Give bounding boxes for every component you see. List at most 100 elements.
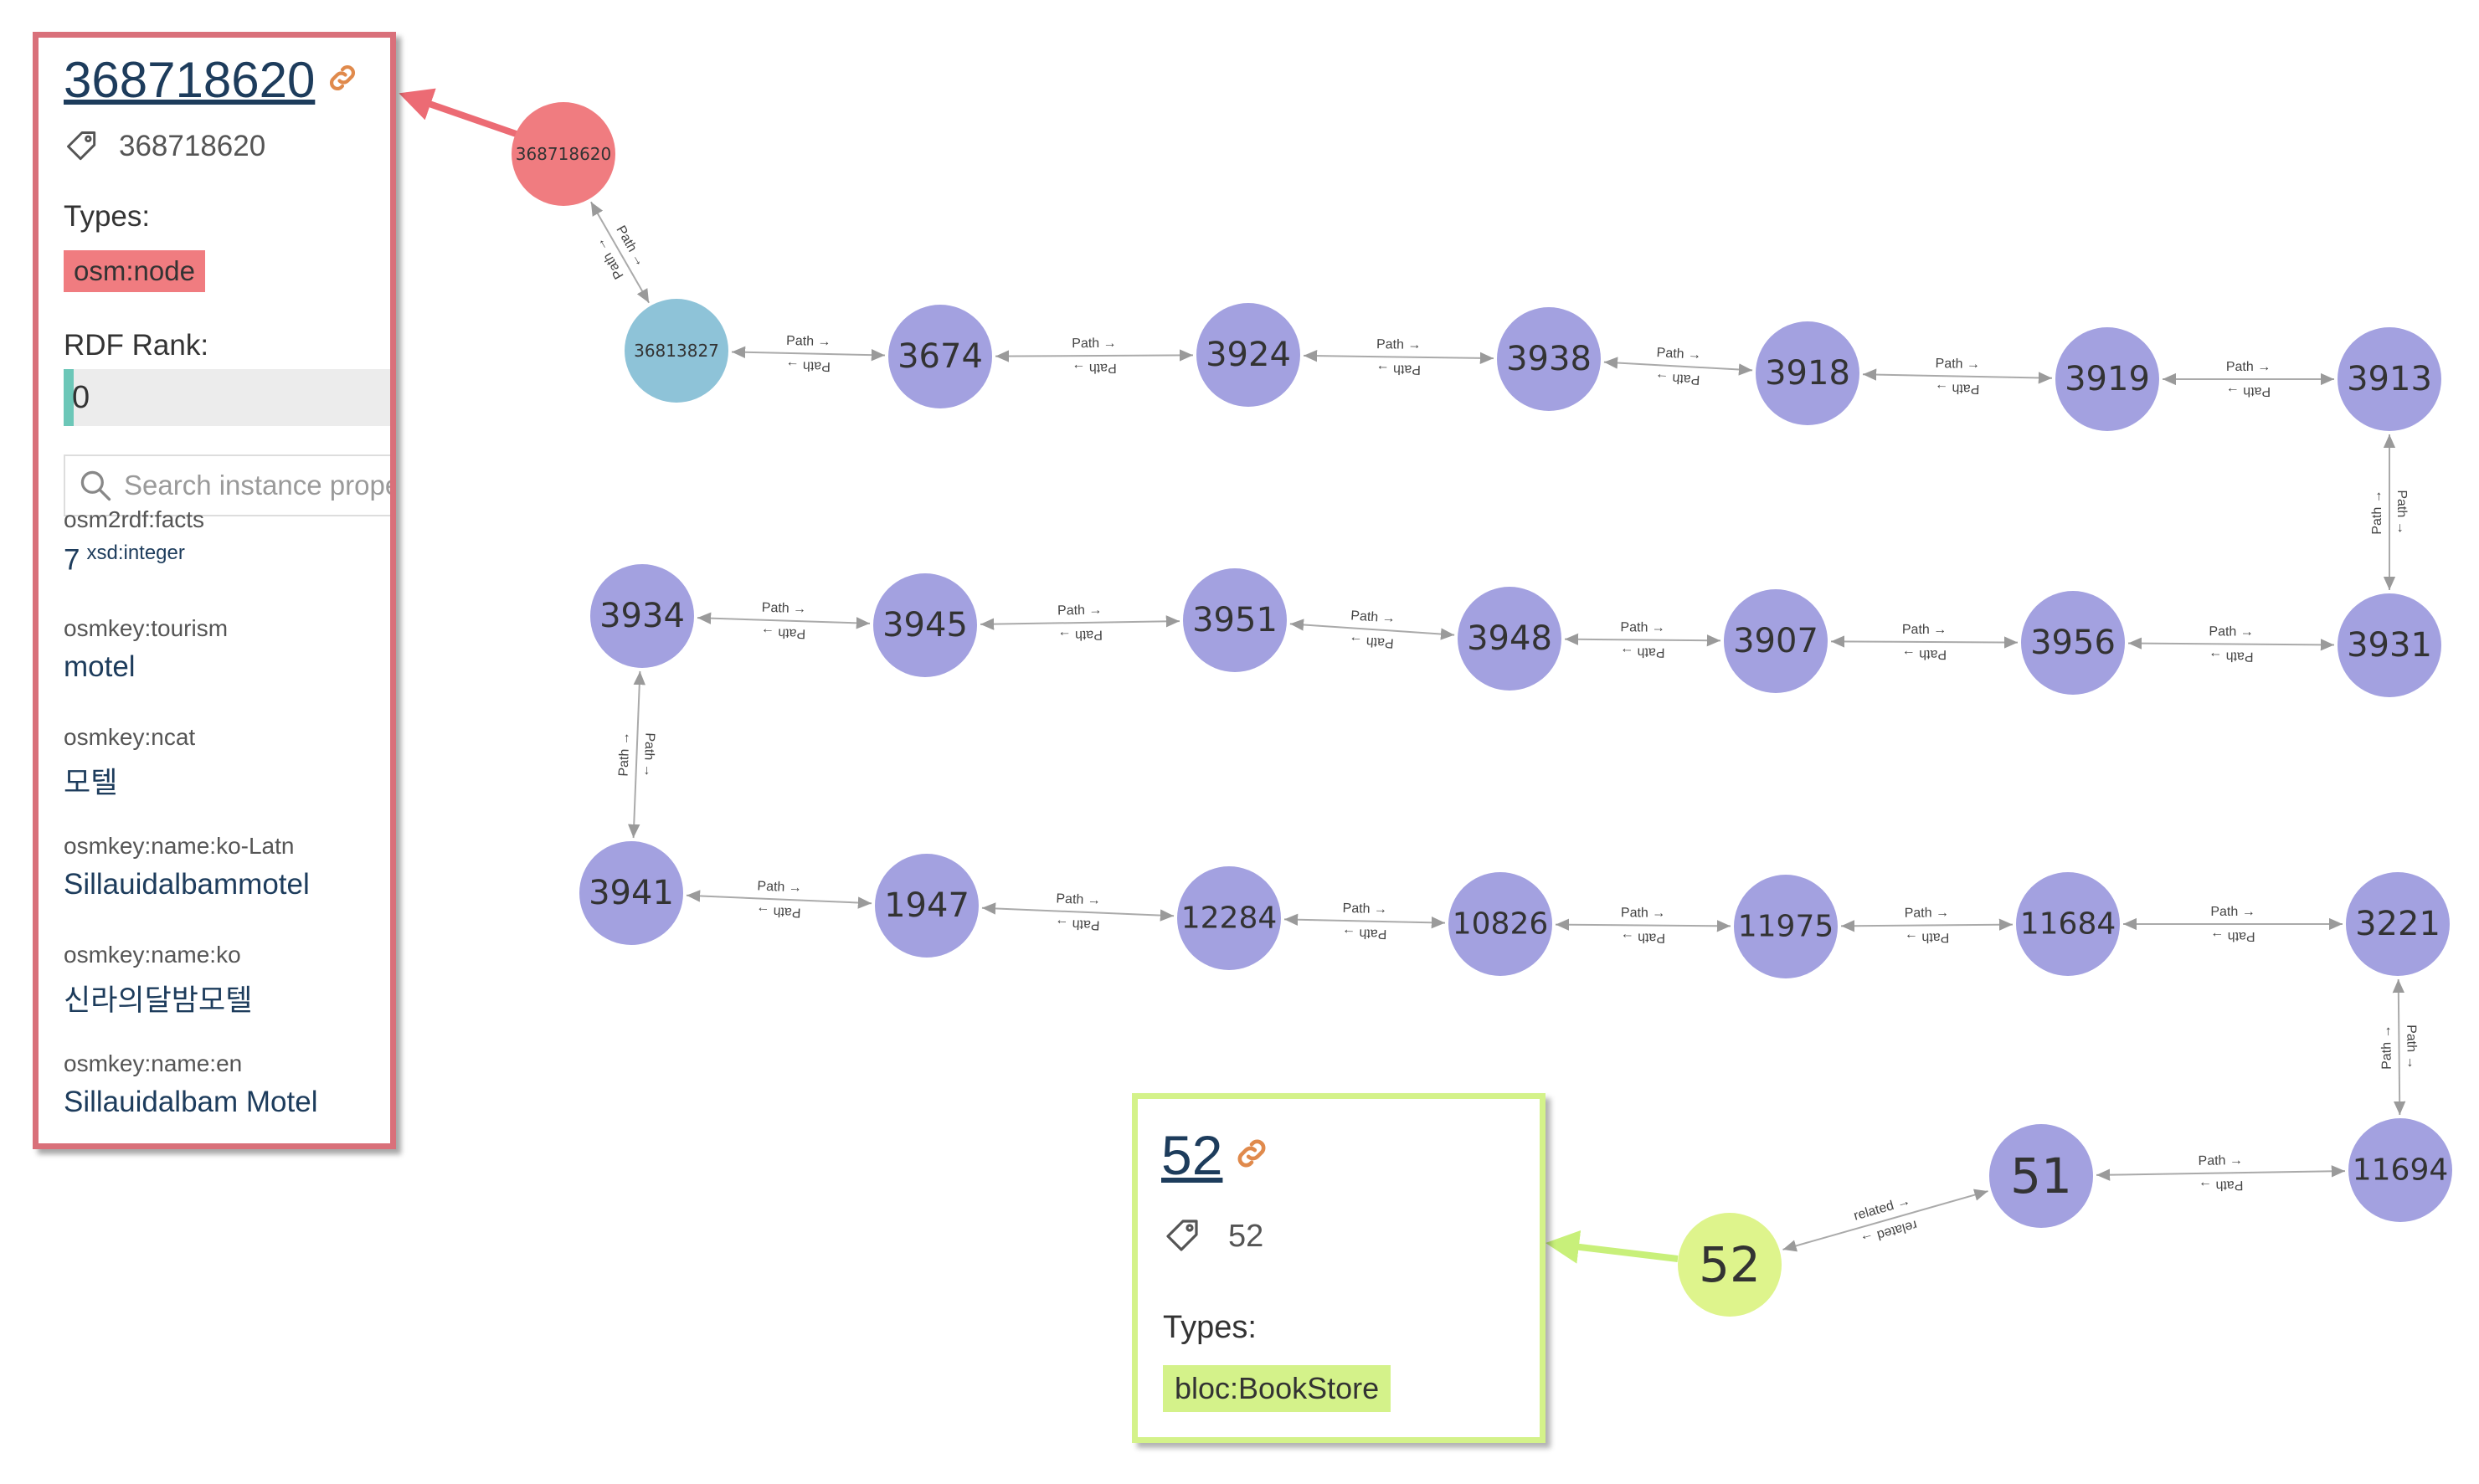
- graph-node[interactable]: 3948: [1458, 587, 1561, 691]
- property-key[interactable]: osmkey:ncat: [64, 724, 196, 750]
- graph-node-circle[interactable]: [1724, 589, 1828, 693]
- type-badge[interactable]: bloc:BookStore: [1163, 1365, 1391, 1412]
- rdf-rank-fill: [64, 369, 74, 426]
- graph-node[interactable]: 3913: [2338, 327, 2441, 431]
- graph-node[interactable]: 36813827: [625, 299, 728, 403]
- graph-node[interactable]: 3938: [1497, 307, 1601, 411]
- property-key[interactable]: osmkey:tourism: [64, 615, 229, 641]
- graph-node-circle[interactable]: [2021, 591, 2125, 695]
- graph-node-circle[interactable]: [2055, 327, 2159, 431]
- graph-node[interactable]: 11684: [2016, 872, 2120, 976]
- graph-node[interactable]: 3907: [1724, 589, 1828, 693]
- edge-label-backward: Path →: [2379, 1024, 2394, 1070]
- edge-line[interactable]: [2392, 978, 2406, 1116]
- graph-node[interactable]: 3951: [1183, 568, 1287, 672]
- graph-node-circle[interactable]: [2348, 1118, 2452, 1222]
- panel-id-value: 52: [1228, 1218, 1264, 1254]
- edge-line[interactable]: [995, 349, 1194, 362]
- edge-line[interactable]: [2096, 1165, 2346, 1181]
- property-key[interactable]: osmkey:name:ko: [64, 942, 241, 968]
- edge-line[interactable]: [1555, 918, 1731, 932]
- graph-node-circle[interactable]: [1183, 568, 1287, 672]
- graph-node-circle[interactable]: [1989, 1124, 2093, 1228]
- property-key[interactable]: osm2rdf:facts: [64, 506, 205, 532]
- edge-line[interactable]: [981, 902, 1175, 922]
- edge-line[interactable]: [1840, 918, 2014, 932]
- graph-node[interactable]: 10826: [1448, 872, 1552, 976]
- edge-line[interactable]: [1283, 913, 1446, 929]
- graph-node[interactable]: 12284: [1177, 866, 1281, 970]
- edge-label-forward: Path →: [2394, 490, 2409, 534]
- graph-node[interactable]: 3934: [590, 564, 694, 668]
- graph-node-circle[interactable]: [1756, 321, 1859, 425]
- edge-label-forward: Path →: [2226, 360, 2271, 374]
- graph-node[interactable]: 368718620: [512, 102, 615, 206]
- graph-node[interactable]: 3221: [2346, 872, 2450, 976]
- graph-node[interactable]: 52: [1678, 1213, 1782, 1317]
- graph-node-circle[interactable]: [1177, 866, 1281, 970]
- property-key[interactable]: osmkey:name:ko-Latn: [64, 833, 295, 859]
- edge-label-forward: Path →: [1656, 346, 1701, 362]
- graph-node-label: 10826: [1453, 907, 1549, 942]
- graph-node-circle[interactable]: [1734, 875, 1838, 978]
- graph-node-circle[interactable]: [875, 854, 979, 958]
- graph-node-circle[interactable]: [1458, 587, 1561, 691]
- graph-node-label: 3948: [1467, 619, 1552, 658]
- graph-node[interactable]: 3918: [1756, 321, 1859, 425]
- graph-node-circle[interactable]: [1497, 307, 1601, 411]
- panel-title-link[interactable]: 52: [1161, 1124, 1223, 1186]
- edge-line[interactable]: [731, 346, 886, 362]
- graph-node[interactable]: 3919: [2055, 327, 2159, 431]
- edge-line[interactable]: [686, 890, 872, 909]
- graph-node-circle[interactable]: [1448, 872, 1552, 976]
- graph-node-circle[interactable]: [590, 564, 694, 668]
- graph-node-circle[interactable]: [2338, 593, 2441, 697]
- graph-node-label: 36813827: [634, 341, 719, 361]
- edge-line[interactable]: [1862, 368, 2053, 384]
- edge-label-backward: Path →: [761, 625, 806, 641]
- graph-node-circle[interactable]: [1196, 303, 1300, 407]
- graph-node[interactable]: 3941: [579, 841, 683, 945]
- edge-label-backward: Path →: [1902, 647, 1947, 661]
- graph-node-circle[interactable]: [2338, 327, 2441, 431]
- edge-line[interactable]: [697, 612, 871, 629]
- graph-node[interactable]: 3956: [2021, 591, 2125, 695]
- edge-line[interactable]: [628, 670, 645, 839]
- property-search-input[interactable]: [122, 469, 390, 502]
- chain-link-icon[interactable]: [1232, 1134, 1271, 1177]
- graph-node-circle[interactable]: [579, 841, 683, 945]
- graph-node-label: 3951: [1192, 601, 1278, 639]
- edge-label-forward: Path →: [1902, 623, 1947, 637]
- graph-node[interactable]: 3931: [2338, 593, 2441, 697]
- graph-node[interactable]: 1947: [875, 854, 979, 958]
- graph-node-circle[interactable]: [1678, 1213, 1782, 1317]
- graph-node-circle[interactable]: [2346, 872, 2450, 976]
- graph-node-circle[interactable]: [873, 573, 977, 677]
- graph-node[interactable]: 11975: [1734, 875, 1838, 978]
- graph-node-circle[interactable]: [512, 102, 615, 206]
- edge-line[interactable]: [1603, 357, 1753, 376]
- edge-line[interactable]: [980, 615, 1180, 630]
- edge-line[interactable]: [1289, 619, 1455, 640]
- edge-line[interactable]: [1303, 349, 1494, 365]
- type-badge[interactable]: osm:node: [64, 250, 205, 292]
- graph-node[interactable]: 51: [1989, 1124, 2093, 1228]
- graph-node-label: 51: [2010, 1148, 2072, 1204]
- edge-line[interactable]: [1782, 1189, 1988, 1252]
- panel-title-link[interactable]: 368718620: [64, 51, 316, 108]
- edge-line[interactable]: [1830, 635, 2019, 649]
- graph-node[interactable]: 11694: [2348, 1118, 2452, 1222]
- edge-line[interactable]: [590, 201, 650, 304]
- graph-node-circle[interactable]: [888, 305, 992, 408]
- graph-node[interactable]: 3945: [873, 573, 977, 677]
- edge-line[interactable]: [1564, 633, 1721, 647]
- graph-node-circle[interactable]: [2016, 872, 2120, 976]
- graph-node[interactable]: 3674: [888, 305, 992, 408]
- chain-link-icon[interactable]: [325, 60, 360, 100]
- graph-node-circle[interactable]: [625, 299, 728, 403]
- graph-node[interactable]: 3924: [1196, 303, 1300, 407]
- edge-label-backward: Path →: [1057, 628, 1103, 643]
- property-key[interactable]: osmkey:name:en: [64, 1050, 243, 1076]
- edge-line[interactable]: [2127, 637, 2335, 651]
